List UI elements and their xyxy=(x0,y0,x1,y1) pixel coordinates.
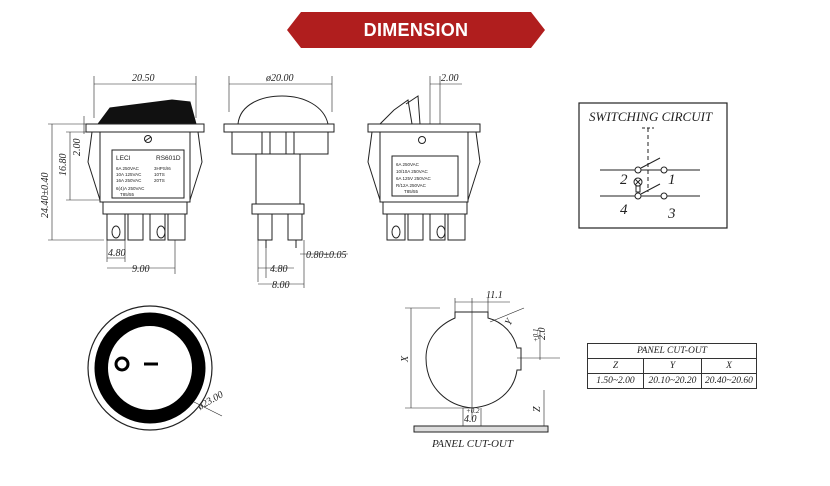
front-terminal-pitch: 4.80 xyxy=(108,248,126,259)
terminal-3-label: 3 xyxy=(667,206,676,222)
cutout-tol-bottom-value: 4.0 xyxy=(464,414,477,425)
banner-title: DIMENSION xyxy=(363,20,469,40)
front-rating-right-0: 3HPS/I6 xyxy=(154,166,171,171)
side-terminal-thickness: 0.80±0.05 xyxy=(306,250,347,261)
side-terminal-pitch: 4.80 xyxy=(270,264,288,275)
table-row: 1.50~2.00 20.10~20.20 20.40~20.60 xyxy=(587,373,757,389)
cutout-dim-y: Y xyxy=(503,316,516,328)
cutout-tol-right-value: 2.0 xyxy=(537,328,548,341)
cutout-tol-right: +0.1 xyxy=(532,329,540,342)
table-title: PANEL CUT-OUT xyxy=(587,343,757,359)
terminal-4-label: 4 xyxy=(620,202,628,218)
table-value-x: 20.40~20.60 xyxy=(701,373,757,389)
table-header-x: X xyxy=(701,358,757,374)
table-value-y: 20.10~20.20 xyxy=(643,373,702,389)
table-title-row: PANEL CUT-OUT xyxy=(587,343,757,359)
front-rating-left-0: 6A 250VAC xyxy=(116,166,140,171)
table-header-row: Z Y X xyxy=(587,358,757,374)
top-diameter-dim: ø23.00 xyxy=(195,389,225,413)
cutout-tol-bottom: +0.2 xyxy=(466,407,480,415)
right-label-0: 6A 250VAC xyxy=(396,162,420,167)
front-terminal-span: 9.00 xyxy=(132,264,150,275)
side-diameter-dim: ø20.00 xyxy=(265,73,294,84)
side-terminal-span: 8.00 xyxy=(272,280,290,291)
side-view xyxy=(223,76,348,288)
cutout-dim-z: Z xyxy=(532,406,543,412)
table-header-z: Z xyxy=(587,358,644,374)
table-header-y: Y xyxy=(643,358,702,374)
front-label-brand: LECI xyxy=(116,155,131,162)
front-width-dim: 20.50 xyxy=(132,73,155,84)
table-value-z: 1.50~2.00 xyxy=(587,373,644,389)
right-label-1: 10/10A 250VAC xyxy=(396,169,428,174)
front-height-dim-outer: 24.40±0.40 xyxy=(40,173,51,219)
right-view xyxy=(367,76,481,241)
top-view xyxy=(87,305,223,431)
cutout-dim-x: X xyxy=(400,355,411,363)
right-label-3: R/12A 250VAC xyxy=(396,183,427,188)
panel-cutout-table: PANEL CUT-OUT Z Y X 1.50~2.00 20.10~20.2… xyxy=(587,343,757,389)
cutout-dim-top: 11.1 xyxy=(486,290,503,301)
front-rating-right-2: 20TS xyxy=(154,178,165,183)
front-rating-left-1: 10A 125VAC xyxy=(116,172,142,177)
front-view xyxy=(48,76,205,274)
switching-circuit xyxy=(578,102,728,229)
cutout-caption: PANEL CUT-OUT xyxy=(431,438,514,450)
front-step-dim: 2.00 xyxy=(72,139,83,157)
front-label-bottom-1: T85/55 xyxy=(120,192,135,197)
terminal-2-label: 2 xyxy=(620,172,628,188)
front-label-model: RS601D xyxy=(156,155,181,162)
right-label-4: T85/55 xyxy=(404,189,419,194)
front-rating-left-2: 16A 250VAC xyxy=(116,178,142,183)
right-panel-thickness: 2.00 xyxy=(441,73,459,84)
front-rating-right-1: 10TS xyxy=(154,172,165,177)
right-label-2: 6A 125V 250VAC xyxy=(396,176,431,181)
terminal-1-label: 1 xyxy=(668,172,676,188)
front-height-dim-inner: 16.80 xyxy=(58,154,69,177)
switching-circuit-title: SWITCHING CIRCUIT xyxy=(589,109,713,124)
banner-shape xyxy=(287,12,545,48)
panel-cutout-drawing xyxy=(405,298,560,433)
front-label-bottom-0: 6(4)A 250VAC xyxy=(116,186,145,191)
